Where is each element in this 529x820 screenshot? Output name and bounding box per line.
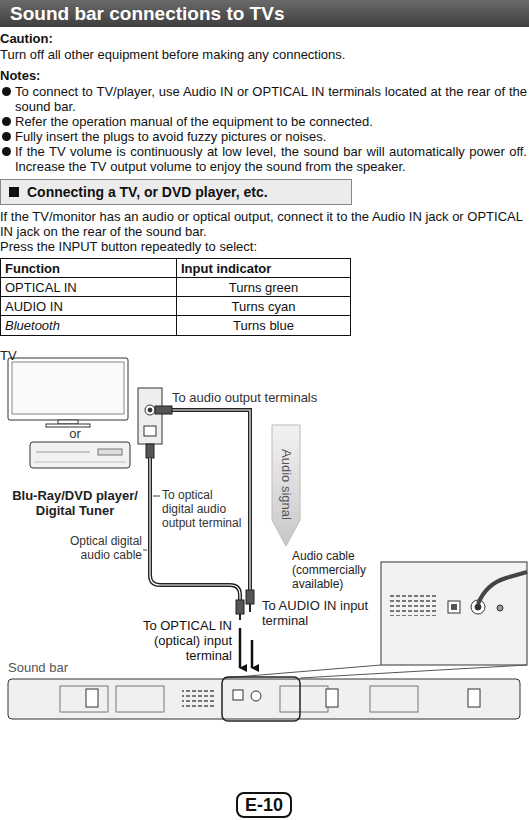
page-number-text: E-10: [245, 795, 283, 815]
diagram-label: or: [60, 426, 90, 441]
page-number: E-10: [236, 792, 292, 818]
bullet: [2, 132, 11, 141]
tv: [8, 358, 128, 427]
insert-arrows: [240, 628, 252, 668]
table-cell: Turns cyan: [176, 297, 350, 316]
signal-label: Audio signal: [279, 435, 294, 535]
diagram-label: To optical digital audio output terminal: [162, 488, 244, 530]
section-heading: Connecting a TV, or DVD player, etc.: [0, 179, 352, 205]
diagram-label: Audio cable (commercially available): [292, 549, 380, 591]
diagram-label: To AUDIO IN input terminal: [262, 598, 372, 628]
note-text: If the TV volume is continuously at low …: [15, 144, 527, 174]
paragraph: If the TV/monitor has an audio or optica…: [0, 209, 525, 239]
terminal-panel: [138, 388, 162, 444]
table-cell: Bluetooth: [1, 316, 176, 335]
note-text: Refer the operation manual of the equipm…: [15, 114, 527, 129]
diagram-label: TV: [0, 348, 40, 363]
table-cell: OPTICAL IN: [1, 278, 176, 297]
caution-text: Turn off all other equipment before maki…: [0, 47, 520, 62]
leader-lines: [143, 496, 160, 550]
bullet: [2, 87, 11, 96]
rear-panel-inset: [224, 562, 527, 678]
note-text: To connect to TV/player, use Audio IN or…: [15, 84, 527, 114]
diagram-label: Blu-Ray/DVD player/ Digital Tuner: [4, 488, 146, 518]
bullet: [2, 117, 11, 126]
caution-heading: Caution:: [0, 31, 53, 46]
table-cell: Input indicator: [176, 259, 350, 278]
heading-square: [9, 187, 19, 197]
title-band: [0, 0, 529, 27]
diagram-label: Sound bar: [8, 660, 108, 675]
audio-cable: [155, 406, 254, 612]
diagram-label: To OPTICAL IN (optical) input terminal: [116, 618, 232, 663]
diagram-label: To audio output terminals: [172, 390, 372, 405]
note-text: Fully insert the plugs to avoid fuzzy pi…: [15, 129, 527, 144]
bullet: [2, 147, 11, 156]
table-cell: Function: [1, 259, 176, 278]
table-cell: Turns green: [176, 278, 350, 297]
signal-arrow: [272, 425, 300, 546]
instruction: Press the INPUT button repeatedly to sel…: [0, 239, 525, 254]
diagram-label: Optical digital audio cable: [40, 534, 142, 562]
optical-cable: [146, 444, 244, 620]
input-table: FunctionInput indicatorOPTICAL INTurns g…: [0, 258, 351, 336]
heading-text: Connecting a TV, or DVD player, etc.: [27, 184, 345, 200]
table-cell: Turns blue: [176, 316, 350, 335]
table-cell: AUDIO IN: [1, 297, 176, 316]
notes-heading: Notes:: [0, 68, 40, 83]
player: [30, 442, 130, 468]
sound-bar: [8, 677, 520, 721]
title-text: Sound bar connections to TVs: [10, 3, 284, 24]
